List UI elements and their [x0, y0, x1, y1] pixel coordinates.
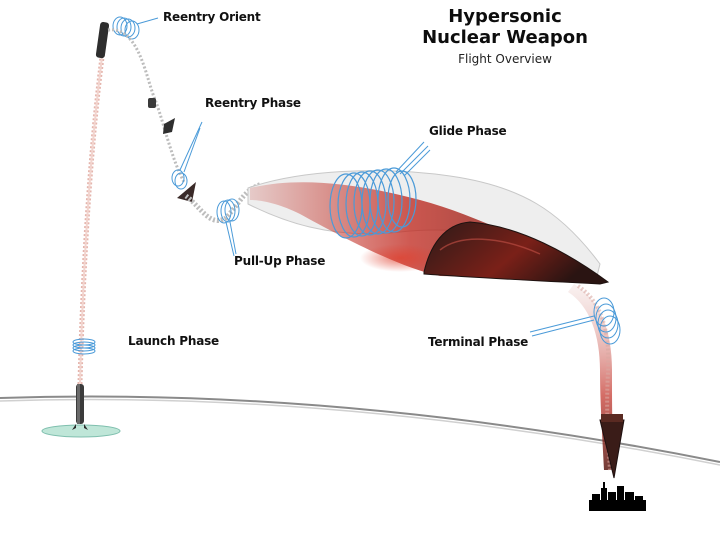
label-glide-phase: Glide Phase [429, 124, 507, 138]
launch-phase-rings [72, 338, 96, 355]
terminal-warhead-base [601, 414, 623, 422]
label-terminal-phase: Terminal Phase [428, 335, 529, 349]
title-block: Hypersonic Nuclear Weapon Flight Overvie… [405, 6, 605, 66]
glide-phase-rings [329, 167, 417, 239]
reentry-rings [171, 169, 188, 190]
reentry-orient-leader [136, 17, 159, 25]
pull-up-leader-lines [225, 221, 237, 257]
glide-vehicle [423, 221, 610, 285]
reentry-arc [107, 28, 186, 183]
city-skyline [589, 482, 646, 511]
title-subtitle: Flight Overview [458, 52, 552, 66]
ascent-trail-core [79, 41, 105, 385]
terminal-phase-rings [593, 297, 621, 345]
reentry-vehicle-3 [177, 182, 196, 202]
pull-up-rings [216, 198, 240, 224]
label-pull-up-phase: Pull-Up Phase [234, 254, 326, 268]
title-line-1: Hypersonic [448, 6, 562, 27]
reentry-vehicle-2 [163, 118, 175, 134]
glide-leader-lines [395, 141, 431, 177]
launch-pad [41, 424, 121, 438]
launch-rocket [72, 384, 88, 430]
ascent-trail [77, 41, 107, 385]
reentry-leader-lines [179, 121, 203, 173]
reentry-vehicle-1 [148, 98, 156, 108]
glide-glow [360, 244, 440, 272]
label-reentry-orient: Reentry Orient [163, 10, 261, 24]
label-launch-phase: Launch Phase [128, 334, 219, 348]
terminal-leader-lines [529, 315, 595, 337]
reentry-orient-rings [112, 16, 140, 40]
title-line-2: Nuclear Weapon [422, 27, 588, 48]
upper-rocket [95, 22, 110, 59]
label-reentry-phase: Reentry Phase [205, 96, 301, 110]
glide-vehicle-highlight [439, 238, 541, 255]
